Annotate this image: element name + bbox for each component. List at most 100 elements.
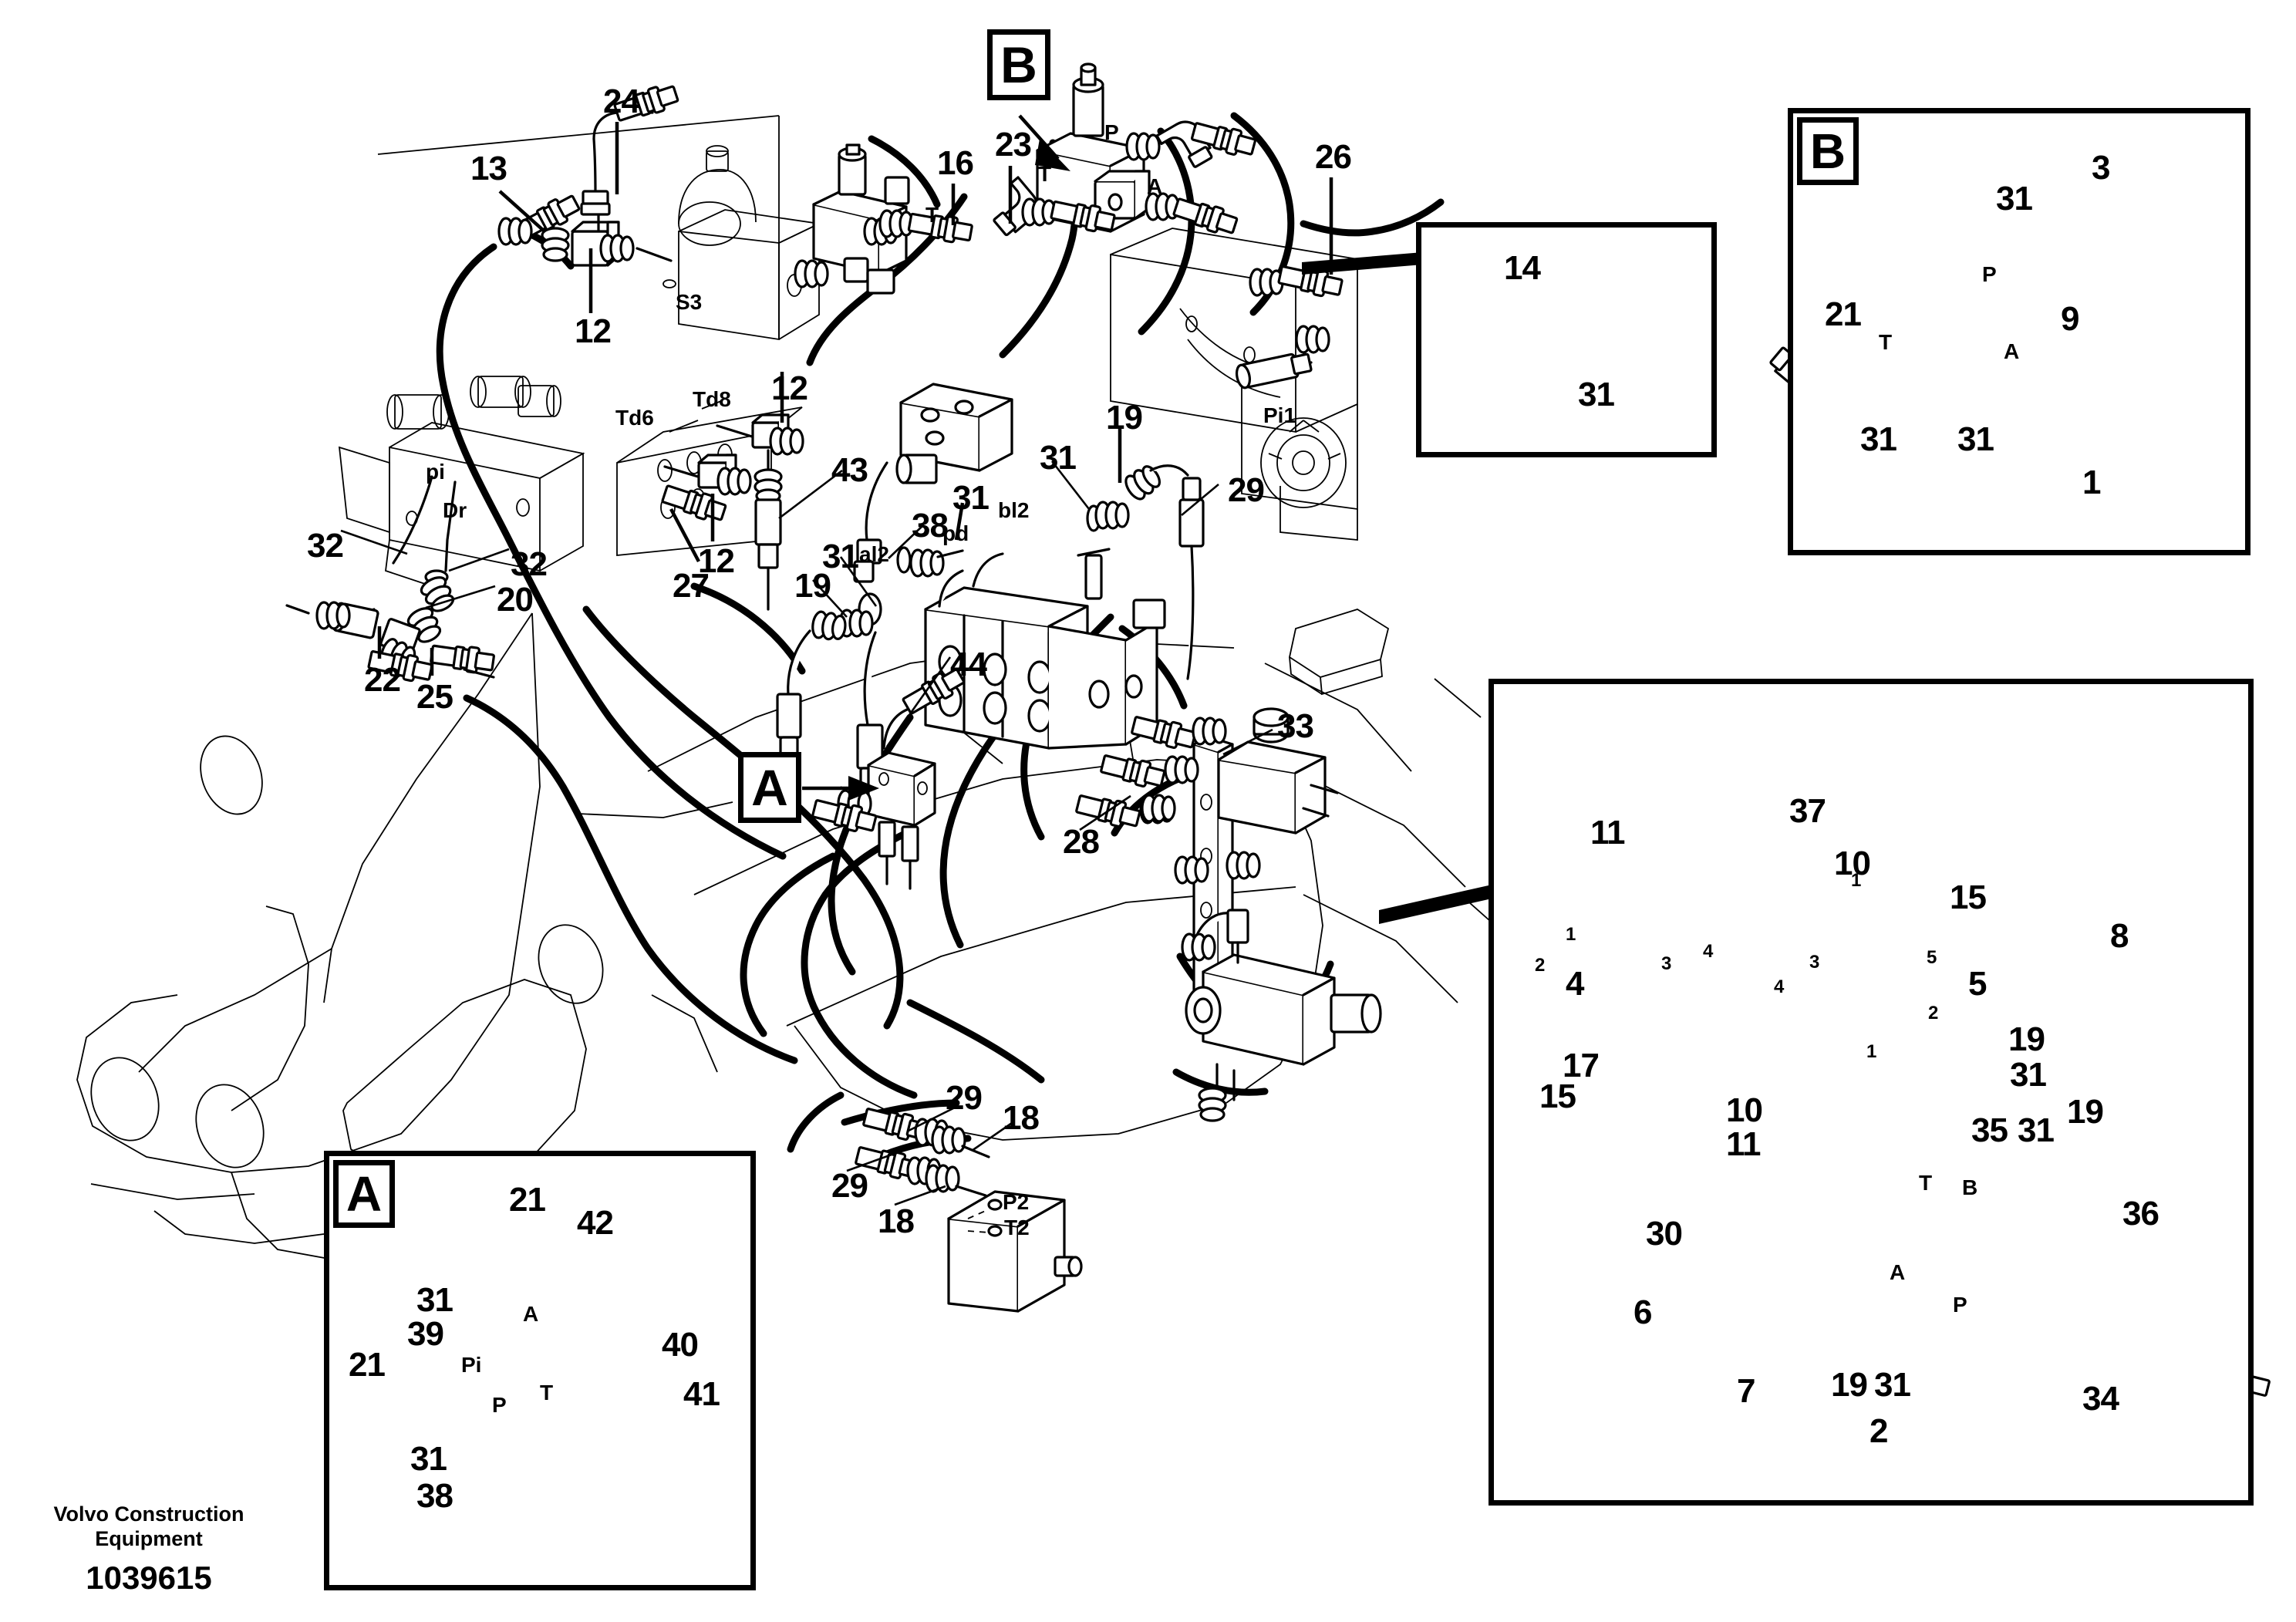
port-label-p-top: P — [1104, 120, 1119, 144]
assembly-td-plate — [616, 400, 804, 611]
asm-port-t: T — [1919, 1171, 1933, 1195]
inseta-callout-31-bot: 31 — [410, 1440, 447, 1478]
callout-20: 20 — [497, 581, 534, 619]
callout-31-a: 31 — [952, 479, 990, 517]
callout-28: 28 — [1063, 823, 1100, 861]
insetb-callout-1: 1 — [2082, 464, 2102, 501]
asm-port-a: A — [1890, 1260, 1906, 1284]
callout-29-b: 29 — [946, 1079, 983, 1117]
port-label-bl2: bl2 — [998, 498, 1030, 522]
inset-a-title: A — [346, 1166, 383, 1222]
callout-38: 38 — [912, 507, 949, 545]
inseta-callout-21-top: 21 — [509, 1181, 546, 1219]
insetb-port-t: T — [1879, 330, 1893, 354]
asm-callout-8: 8 — [2110, 917, 2129, 955]
callout-29-a: 29 — [1228, 471, 1265, 509]
asm-callout-10-top: 10 — [1834, 845, 1871, 882]
asm-callout-31-right: 31 — [2010, 1056, 2047, 1094]
inset-b-title-box: B — [1797, 117, 1859, 185]
inseta-callout-38: 38 — [416, 1477, 453, 1515]
marker-b-main-label: B — [1000, 36, 1037, 93]
callout-16: 16 — [937, 144, 974, 182]
asm-callout-30: 30 — [1646, 1215, 1683, 1253]
asm-callout-35: 35 — [1971, 1111, 2008, 1149]
assembly-top-center — [794, 62, 1360, 541]
callout-44: 44 — [950, 646, 987, 683]
callout-13: 13 — [470, 150, 507, 187]
callout-33: 33 — [1277, 707, 1314, 745]
port-label-t-bblock: T — [1038, 162, 1052, 186]
port-label-pd: pd — [942, 521, 969, 545]
asm-callout-4: 4 — [1566, 965, 1585, 1003]
port-label-al2: al2 — [859, 542, 889, 566]
callout-26: 26 — [1315, 138, 1352, 176]
asm-callout-10-mid: 10 — [1726, 1091, 1763, 1129]
callout-18-a: 18 — [1003, 1099, 1040, 1137]
marker-b-main: B — [987, 29, 1050, 100]
asm-callout-11-mid: 11 — [1726, 1125, 1762, 1163]
assembly-right-bracket — [1074, 707, 1382, 1122]
callout-12-a: 12 — [575, 312, 612, 350]
port-label-td6: Td6 — [615, 406, 654, 430]
callout-27: 27 — [673, 567, 710, 605]
port-label-a-bblock: A — [1147, 174, 1163, 198]
inset-assembly-box — [1489, 679, 2254, 1506]
callout-12-b: 12 — [771, 369, 808, 407]
asm-small-3a: 3 — [1661, 953, 1672, 974]
callout-43: 43 — [831, 451, 868, 489]
insetb-callout-21: 21 — [1825, 295, 1862, 333]
inseta-callout-21-left: 21 — [349, 1346, 386, 1384]
callout-19-a: 19 — [794, 567, 831, 605]
inset-14-box — [1416, 222, 1717, 457]
assembly-a-block-main — [810, 663, 968, 890]
asm-small-5a: 5 — [1927, 947, 1937, 968]
callout-23: 23 — [995, 126, 1032, 164]
insetb-callout-3: 3 — [2092, 149, 2111, 187]
port-label-t-left: T — [925, 203, 939, 227]
asm-small-2b: 2 — [1928, 1003, 1939, 1023]
callout-31-b: 31 — [822, 538, 859, 575]
inseta-callout-42: 42 — [577, 1204, 614, 1242]
asm-small-4a: 4 — [1703, 941, 1714, 962]
callout-19-b: 19 — [1106, 399, 1143, 437]
callout-22: 22 — [364, 661, 401, 699]
inseta-port-pi: Pi — [461, 1353, 482, 1377]
callout-32-b: 32 — [511, 545, 548, 583]
asm-callout-31-mid: 31 — [2018, 1111, 2055, 1149]
asm-callout-15-top: 15 — [1950, 878, 1987, 916]
asm-callout-31-bot: 31 — [1874, 1366, 1911, 1404]
asm-callout-36: 36 — [2122, 1195, 2159, 1233]
port-label-dr: Dr — [443, 498, 467, 522]
inset14-callout-31: 31 — [1578, 376, 1615, 413]
port-label-p2: P2 — [1003, 1190, 1030, 1214]
assembly-mid-left — [285, 376, 585, 686]
asm-callout-34: 34 — [2082, 1380, 2119, 1418]
asm-callout-11-top: 11 — [1590, 814, 1626, 851]
insetb-callout-31-top: 31 — [1996, 180, 2033, 218]
marker-a-main: A — [738, 752, 801, 823]
inseta-callout-31-top: 31 — [416, 1281, 453, 1319]
inset14-callout-14: 14 — [1504, 249, 1541, 287]
brand-line-2: Equipment — [95, 1526, 203, 1550]
inseta-callout-39: 39 — [407, 1315, 444, 1353]
asm-callout-7: 7 — [1737, 1372, 1756, 1410]
asm-callout-19-mid: 19 — [2067, 1093, 2104, 1131]
machine-frame-outline — [76, 612, 757, 1266]
asm-callout-6: 6 — [1633, 1293, 1653, 1331]
callout-32-a: 32 — [307, 527, 344, 565]
asm-callout-2: 2 — [1870, 1412, 1889, 1450]
callout-31-c: 31 — [1040, 439, 1077, 477]
inset-b-title: B — [1809, 123, 1846, 179]
marker-a-main-label: A — [751, 759, 788, 816]
inseta-port-p: P — [492, 1393, 507, 1417]
asm-small-2a: 2 — [1535, 955, 1546, 976]
port-label-pi1: Pi1 — [1263, 403, 1296, 427]
asm-small-4b: 4 — [1774, 976, 1785, 997]
callout-24: 24 — [603, 83, 640, 120]
port-label-s3: S3 — [676, 290, 703, 314]
inset-a-title-box: A — [333, 1160, 395, 1228]
inseta-callout-40: 40 — [662, 1326, 699, 1364]
marker-a-main-box: A — [738, 752, 801, 823]
inseta-port-t: T — [540, 1381, 554, 1404]
port-label-td8: Td8 — [693, 387, 731, 411]
